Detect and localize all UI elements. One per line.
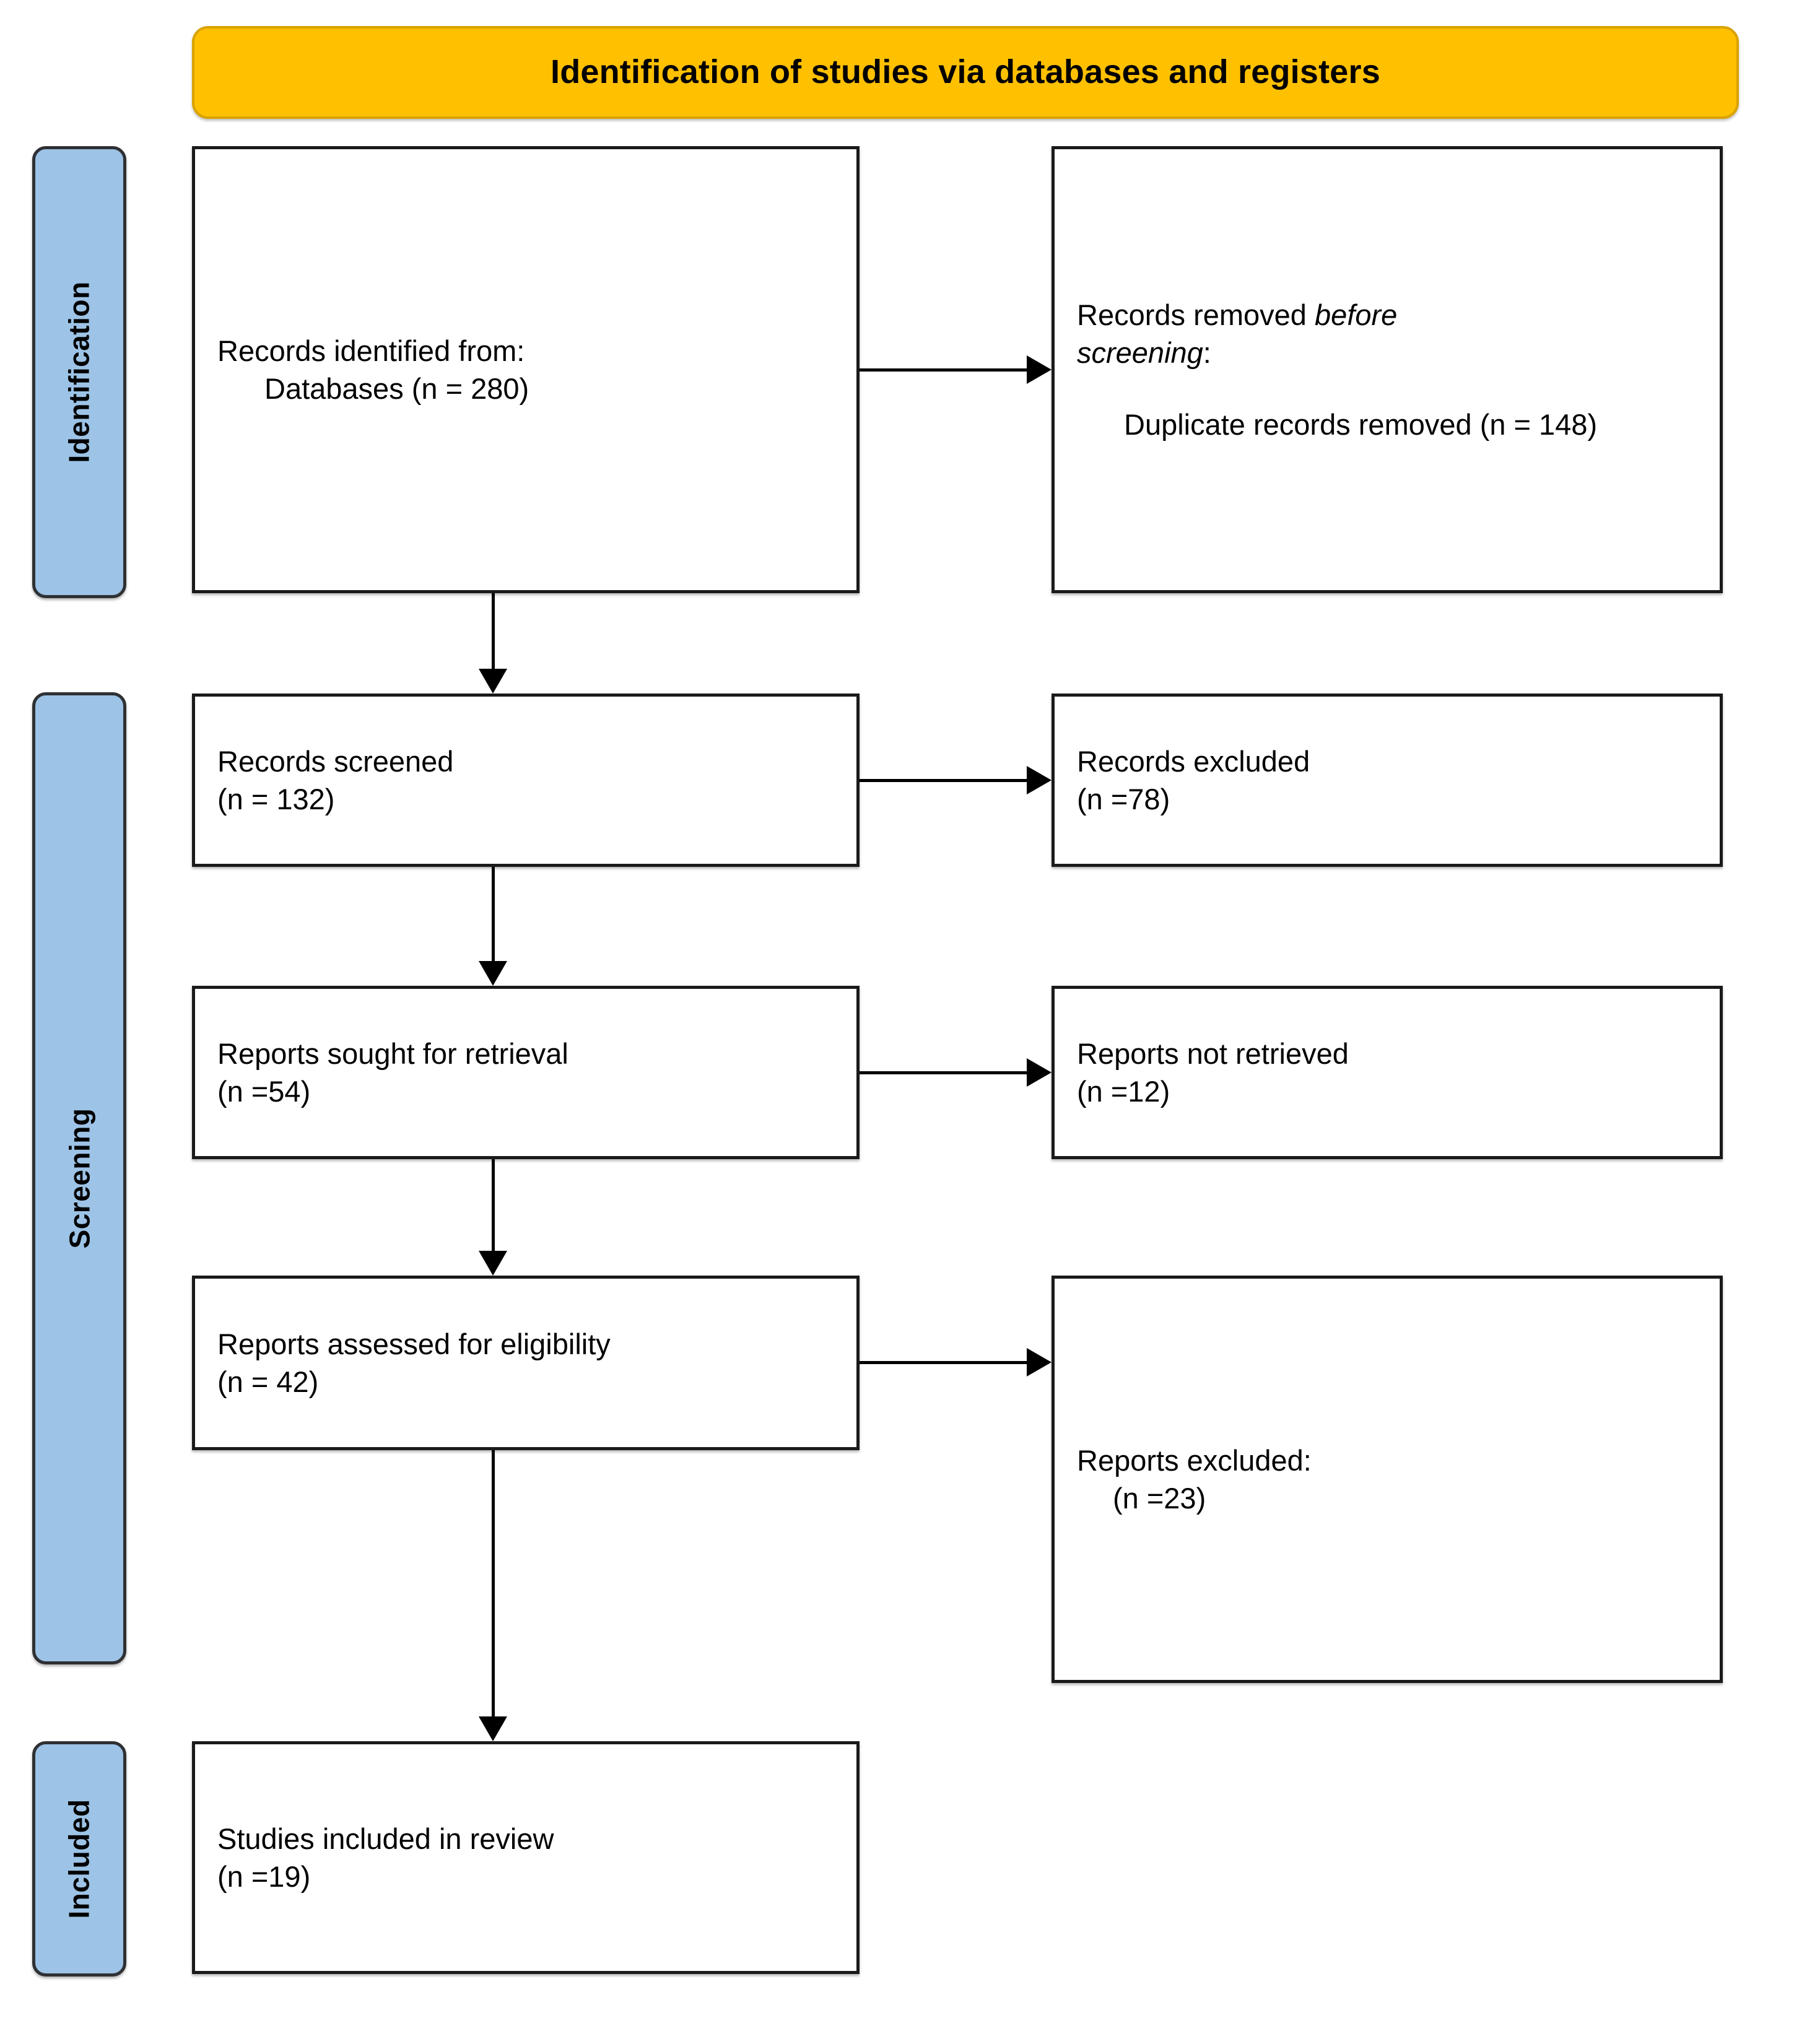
box-records-excluded: Records excluded (n =78) <box>1052 694 1723 867</box>
box-reports-assessed-line2: (n = 42) <box>217 1365 319 1398</box>
box-records-screened-line1: Records screened <box>217 744 454 778</box>
box-reports-excluded: Reports excluded: (n =23) <box>1052 1276 1723 1683</box>
stage-label-included-text: Included <box>63 1799 95 1919</box>
box-records-removed-line1: Records removed before <box>1077 296 1697 334</box>
stage-label-identification-text: Identification <box>63 281 96 463</box>
box-records-identified: Records identified from: Databases (n = … <box>192 146 860 593</box>
arrow-right-identified-to-removed <box>860 355 1052 384</box>
box-studies-included-line2: (n =19) <box>217 1860 311 1893</box>
box-studies-included-line1: Studies included in review <box>217 1822 554 1855</box>
arrow-down-sought-to-assessed <box>479 1159 507 1276</box>
box-studies-included: Studies included in review (n =19) <box>192 1741 860 1974</box>
box-records-removed-line1-italic: before <box>1315 298 1398 332</box>
arrow-shaft <box>492 867 495 961</box>
arrow-head-down-icon <box>479 1251 507 1276</box>
box-records-removed-line3: Duplicate records removed (n = 148) <box>1124 407 1598 441</box>
box-reports-sought-line2: (n =54) <box>217 1075 311 1108</box>
box-reports-sought-line1: Reports sought for retrieval <box>217 1037 568 1070</box>
box-reports-assessed: Reports assessed for eligibility (n = 42… <box>192 1276 860 1450</box>
box-records-screened-line2: (n = 132) <box>217 783 335 815</box>
box-records-removed-line2-suffix: : <box>1203 336 1211 370</box>
arrow-right-screened-to-records-excluded <box>860 766 1052 794</box>
stage-label-screening: Screening <box>32 692 126 1664</box>
box-records-removed-line2-italic: screening <box>1077 336 1203 370</box>
box-records-screened: Records screened (n = 132) <box>192 694 860 867</box>
box-reports-sought: Reports sought for retrieval (n =54) <box>192 986 860 1159</box>
box-records-excluded-line2: (n =78) <box>1077 783 1170 815</box>
arrow-shaft <box>860 1071 1030 1074</box>
box-records-identified-line1: Records identified from: <box>217 334 525 367</box>
arrow-shaft <box>860 779 1030 782</box>
arrow-right-assessed-to-reports-excluded <box>860 1348 1052 1376</box>
box-reports-excluded-line2: (n =23) <box>1113 1482 1206 1515</box>
arrow-down-assessed-to-included <box>479 1450 507 1741</box>
box-records-removed-line1-prefix: Records removed <box>1077 298 1315 332</box>
arrow-shaft <box>860 368 1030 372</box>
diagram-title-text: Identification of studies via databases … <box>551 53 1380 91</box>
diagram-title-banner: Identification of studies via databases … <box>192 26 1739 119</box>
box-reports-excluded-line1: Reports excluded: <box>1077 1443 1312 1477</box>
box-records-excluded-line1: Records excluded <box>1077 744 1310 778</box>
box-records-removed: Records removed before screening: Duplic… <box>1052 146 1723 593</box>
box-records-removed-line2: screening: <box>1077 334 1697 372</box>
arrow-head-right-icon <box>1027 1348 1052 1376</box>
arrow-down-screened-to-sought <box>479 867 507 986</box>
arrow-shaft <box>492 1159 495 1251</box>
box-reports-not-retrieved-line1: Reports not retrieved <box>1077 1037 1349 1070</box>
box-reports-assessed-line1: Reports assessed for eligibility <box>217 1327 611 1360</box>
arrow-head-down-icon <box>479 1716 507 1741</box>
box-reports-not-retrieved: Reports not retrieved (n =12) <box>1052 986 1723 1159</box>
arrow-head-down-icon <box>479 669 507 694</box>
arrow-shaft <box>492 1450 495 1716</box>
stage-label-identification: Identification <box>32 146 126 598</box>
arrow-down-identified-to-screened <box>479 593 507 694</box>
arrow-head-right-icon <box>1027 766 1052 794</box>
arrow-head-right-icon <box>1027 355 1052 384</box>
stage-label-included: Included <box>32 1741 126 1977</box>
stage-label-screening-text: Screening <box>63 1108 96 1249</box>
arrow-head-down-icon <box>479 961 507 986</box>
arrow-head-right-icon <box>1027 1058 1052 1087</box>
arrow-shaft <box>492 593 495 669</box>
arrow-shaft <box>860 1361 1030 1364</box>
arrow-right-sought-to-not-retrieved <box>860 1058 1052 1087</box>
box-records-identified-line2: Databases (n = 280) <box>264 372 529 405</box>
box-reports-not-retrieved-line2: (n =12) <box>1077 1075 1170 1108</box>
